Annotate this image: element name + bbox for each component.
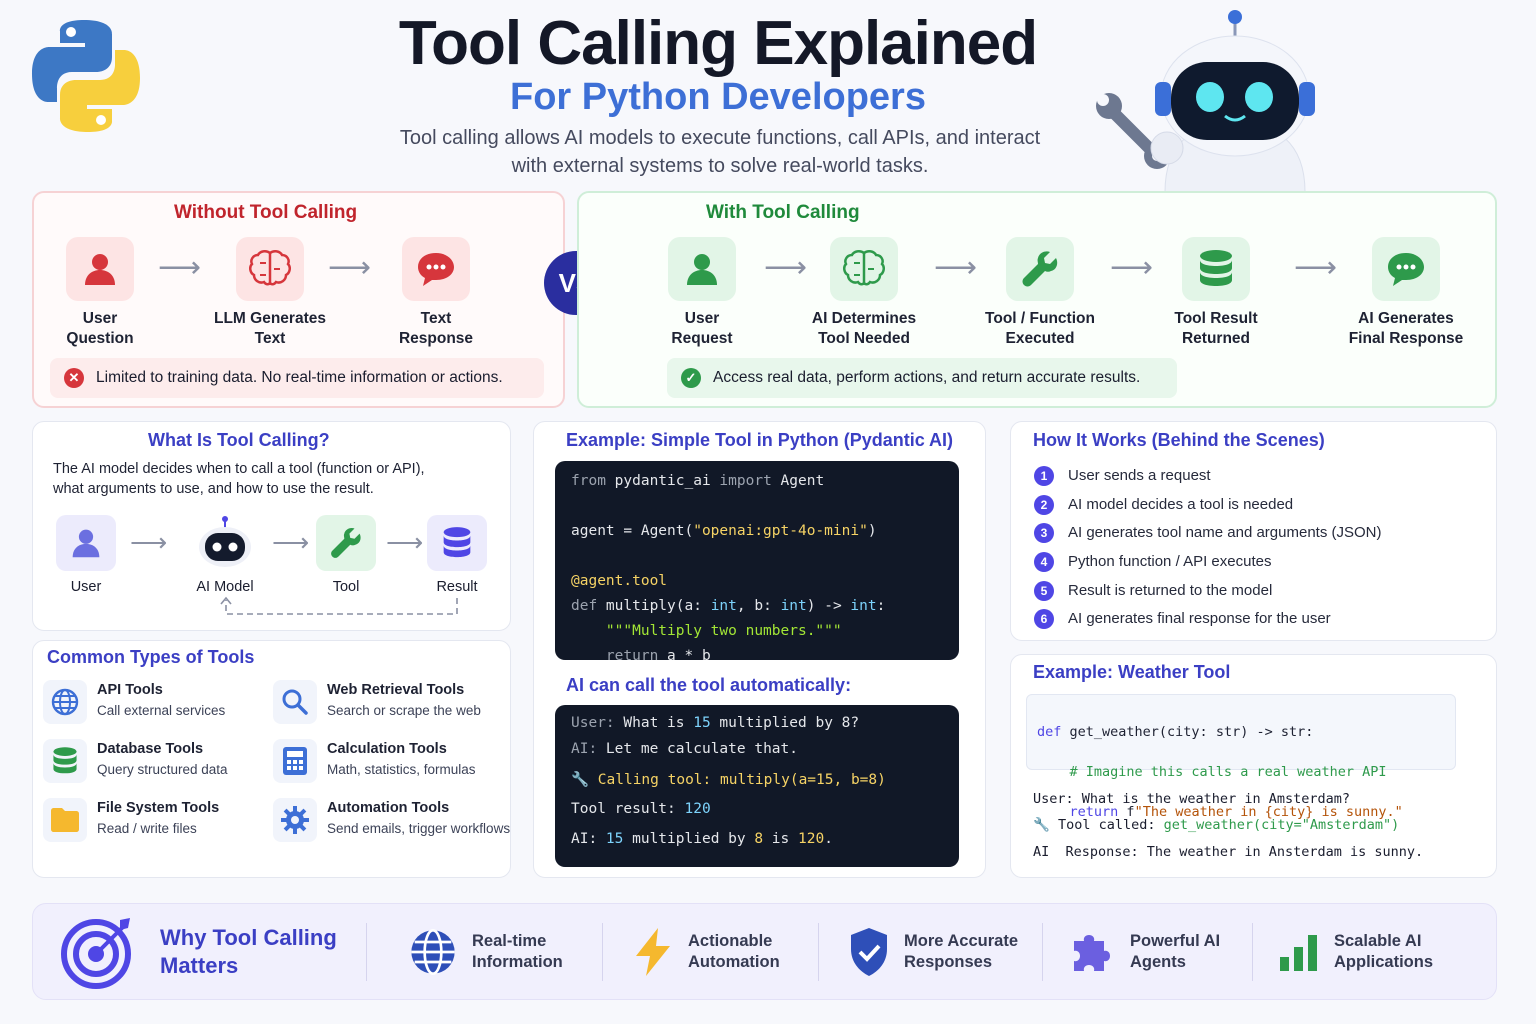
database-icon — [43, 739, 87, 783]
auto-call-title: AI can call the tool automatically: — [566, 675, 852, 695]
search-icon — [273, 680, 317, 724]
divider — [1252, 923, 1253, 981]
page-description: Tool calling allows AI models to execute… — [399, 127, 1041, 177]
conversation-code-block: User: What is 15 multiplied by 8? AI: Le… — [555, 705, 959, 867]
flow-result: Result — [427, 515, 487, 595]
with-title: With Tool Calling — [706, 202, 860, 223]
without-title: Without Tool Calling — [174, 202, 358, 223]
wrench-icon — [1006, 237, 1074, 301]
globe-icon — [411, 928, 455, 975]
arrow-icon: ⟶ — [158, 251, 202, 284]
weather-user-line: User: What is the weather in Amsterdam? — [1033, 791, 1350, 807]
divider — [1042, 923, 1043, 981]
tool-types-panel — [32, 640, 511, 878]
robot-illustration — [1095, 8, 1325, 193]
puzzle-icon — [1074, 934, 1110, 971]
with-note: ✓ Access real data, perform actions, and… — [667, 358, 1177, 398]
loop-back-arrow — [220, 596, 460, 618]
weather-tool-line: 🔧 Tool called: get_weather(city="Amsterd… — [1033, 817, 1400, 833]
how-title: How It Works (Behind the Scenes) — [1033, 430, 1325, 450]
example-title: Example: Simple Tool in Python (Pydantic… — [566, 430, 954, 450]
bar-chart-icon — [1280, 934, 1317, 971]
brain-icon — [236, 237, 304, 301]
divider — [366, 923, 367, 981]
user-icon — [668, 237, 736, 301]
chat-bubble-icon — [402, 237, 470, 301]
lightning-icon — [636, 927, 670, 976]
arrow-icon: ⟶ — [1294, 251, 1338, 284]
globe-icon — [43, 680, 87, 724]
page-title: Tool Calling Explained — [398, 9, 1038, 78]
without-note: ✕ Limited to training data. No real-time… — [50, 358, 544, 398]
user-icon — [56, 515, 116, 571]
arrow-icon: ⟶ — [272, 527, 310, 557]
how-it-works-panel — [1010, 421, 1497, 641]
arrow-icon: ⟶ — [764, 251, 808, 284]
database-icon — [427, 515, 487, 571]
arrow-icon: ⟶ — [130, 527, 168, 557]
arrow-icon: ⟶ — [934, 251, 978, 284]
brain-icon — [830, 237, 898, 301]
robot-icon — [186, 515, 264, 571]
python-logo — [28, 18, 144, 134]
types-title: Common Types of Tools — [47, 647, 255, 667]
what-title: What Is Tool Calling? — [148, 430, 330, 450]
arrow-icon: ⟶ — [386, 527, 424, 557]
database-icon — [1182, 237, 1250, 301]
shield-check-icon — [851, 927, 887, 976]
error-x-icon: ✕ — [64, 368, 84, 388]
chat-bubble-icon — [1372, 237, 1440, 301]
wrench-icon: 🔧 — [1033, 817, 1058, 833]
weather-code-block: def get_weather(city: str) -> str: # Ima… — [1026, 694, 1456, 820]
divider — [818, 923, 819, 981]
gear-icon — [273, 798, 317, 842]
arrow-icon: ⟶ — [1110, 251, 1154, 284]
check-icon: ✓ — [681, 368, 701, 388]
weather-title: Example: Weather Tool — [1033, 662, 1231, 682]
python-code-block: from pydantic_ai import Agent agent = Ag… — [555, 461, 959, 664]
weather-ai-line: AI Response: The weather in Ansterdam is… — [1033, 844, 1424, 860]
page-subtitle: For Python Developers — [510, 76, 926, 118]
divider — [602, 923, 603, 981]
what-text: The AI model decides when to call a tool… — [53, 461, 425, 497]
target-icon — [61, 917, 131, 989]
calculator-icon — [273, 739, 317, 783]
arrow-icon: ⟶ — [328, 251, 372, 284]
flow-tool: Tool — [316, 515, 376, 595]
flow-ai-model: AI Model — [186, 515, 264, 595]
flow-user: User — [56, 515, 116, 595]
user-icon — [66, 237, 134, 301]
folder-icon — [43, 798, 87, 842]
wrench-icon — [316, 515, 376, 571]
